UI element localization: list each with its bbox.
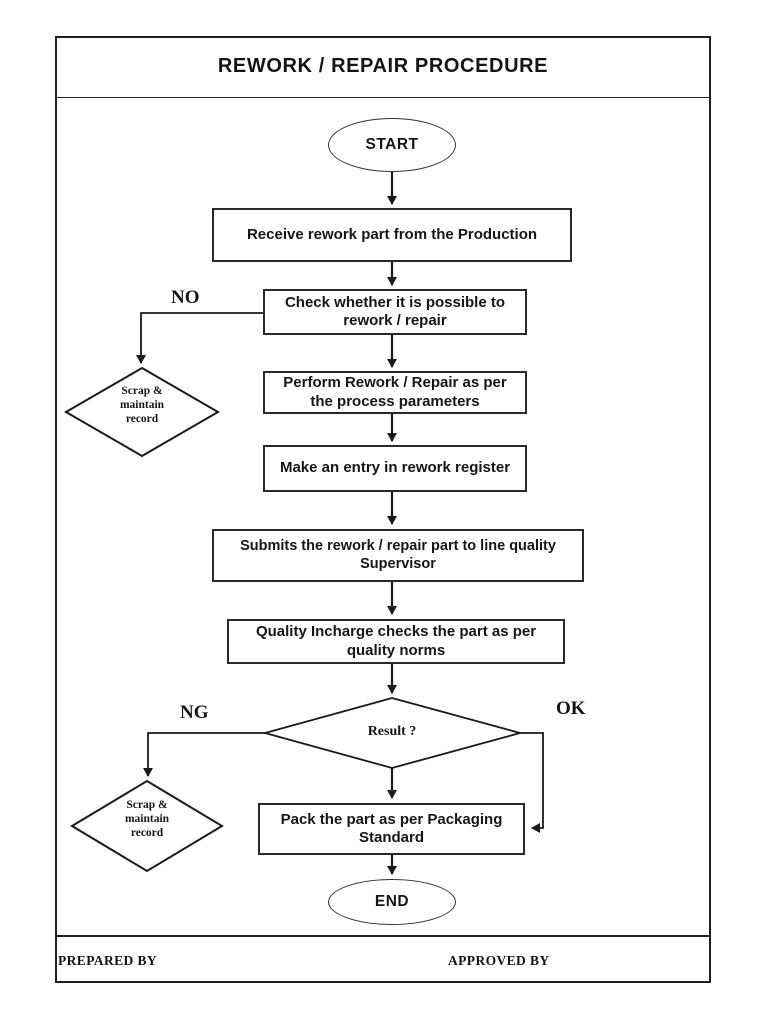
no-branch-label: NO — [171, 287, 200, 308]
scrap-label-bottom: Scrap & maintain record — [124, 799, 170, 839]
step-perform-box: Perform Rework / Repair as per the proce… — [263, 371, 527, 414]
approved-by-label: APPROVED BY — [448, 953, 550, 968]
prepared-by-label: PREPARED BY — [58, 953, 158, 968]
ok-branch-line — [520, 732, 544, 833]
page-title: REWORK / REPAIR PROCEDURE — [217, 55, 549, 77]
start-label: START — [365, 136, 419, 153]
no-branch-line — [136, 312, 263, 364]
result-decision-diamond — [261, 697, 524, 769]
result-decision-label: Result ? — [367, 724, 417, 739]
ng-branch-label: NG — [180, 702, 209, 723]
title-bar: REWORK / REPAIR PROCEDURE — [55, 36, 711, 98]
end-terminal: END — [328, 879, 456, 925]
ok-branch-label: OK — [556, 698, 586, 719]
step-pack-box: Pack the part as per Packaging Standard — [258, 803, 525, 855]
ng-branch-line — [143, 732, 265, 777]
end-label: END — [374, 893, 410, 910]
step-receive-box: Receive rework part from the Production — [212, 208, 572, 262]
footer-bar: PREPARED BY APPROVED BY — [55, 935, 711, 983]
step-submit-box: Submits the rework / repair part to line… — [212, 529, 584, 582]
scrap-label-top: Scrap & maintain record — [119, 385, 165, 425]
step-register-box: Make an entry in rework register — [263, 445, 527, 492]
branch-lines — [136, 312, 544, 833]
start-terminal: START — [328, 118, 456, 172]
step-quality-box: Quality Incharge checks the part as per … — [227, 619, 565, 664]
step-check-box: Check whether it is possible to rework /… — [263, 289, 527, 335]
scrap-diamond-top — [64, 366, 220, 458]
scrap-diamond-bottom — [70, 779, 224, 873]
